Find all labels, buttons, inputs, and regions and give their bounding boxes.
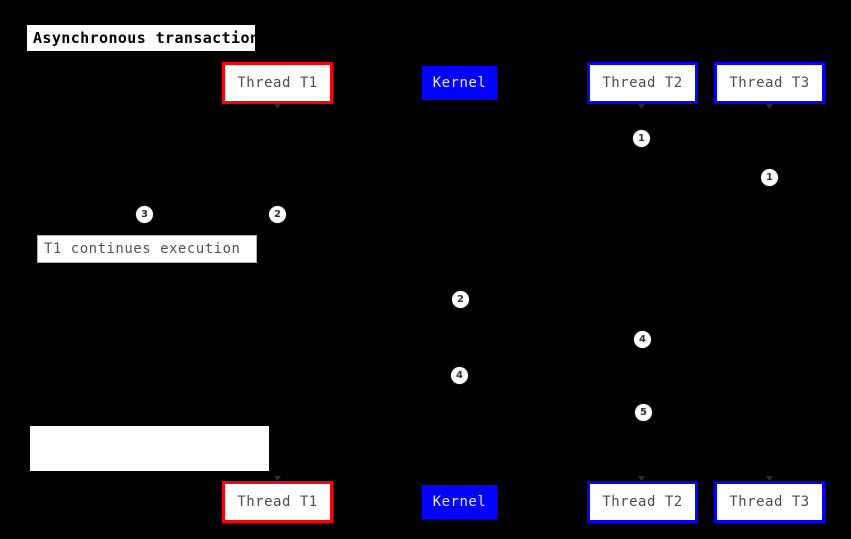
participant-bottom-thread-t3[interactable]: Thread T3 bbox=[714, 481, 825, 523]
lifeline-arrow-icon bbox=[638, 104, 645, 109]
participant-label: Kernel bbox=[432, 494, 487, 510]
lifeline-arrow-icon bbox=[638, 476, 645, 481]
note-box-empty bbox=[30, 426, 269, 471]
participant-label: Thread T1 bbox=[237, 494, 318, 510]
step-badge-2: 2 bbox=[269, 206, 286, 223]
lifeline-arrow-icon bbox=[766, 104, 773, 109]
step-badge-3: 3 bbox=[136, 206, 153, 223]
diagram-title-banner: Asynchronous transaction bbox=[27, 25, 259, 51]
participant-label: Thread T3 bbox=[729, 494, 810, 510]
participant-label: Thread T2 bbox=[602, 494, 683, 510]
lifeline-arrow-icon bbox=[274, 104, 281, 109]
participant-top-thread-t1[interactable]: Thread T1 bbox=[222, 62, 333, 104]
page-title: Asynchronous transaction bbox=[33, 29, 260, 47]
lifeline-arrow-icon bbox=[274, 476, 281, 481]
step-badge-5: 5 bbox=[635, 404, 652, 421]
participant-label: Thread T2 bbox=[602, 75, 683, 91]
note-box-t1-continues-execution: T1 continues execution bbox=[37, 235, 257, 263]
step-badge-1: 1 bbox=[761, 169, 778, 186]
step-badge-4: 4 bbox=[634, 331, 651, 348]
participant-top-thread-t3[interactable]: Thread T3 bbox=[714, 62, 825, 104]
participant-bottom-kernel[interactable]: Kernel bbox=[422, 485, 497, 519]
participant-top-thread-t2[interactable]: Thread T2 bbox=[587, 62, 698, 104]
step-badge-4: 4 bbox=[451, 367, 468, 384]
note-text: T1 continues execution bbox=[44, 241, 241, 257]
participant-label: Thread T3 bbox=[729, 75, 810, 91]
participant-label: Kernel bbox=[432, 75, 487, 91]
step-badge-2: 2 bbox=[452, 291, 469, 308]
participant-label: Thread T1 bbox=[237, 75, 318, 91]
participant-bottom-thread-t2[interactable]: Thread T2 bbox=[587, 481, 698, 523]
lifeline-arrow-icon bbox=[766, 476, 773, 481]
participant-bottom-thread-t1[interactable]: Thread T1 bbox=[222, 481, 333, 523]
step-badge-1: 1 bbox=[633, 130, 650, 147]
participant-top-kernel[interactable]: Kernel bbox=[422, 66, 497, 100]
